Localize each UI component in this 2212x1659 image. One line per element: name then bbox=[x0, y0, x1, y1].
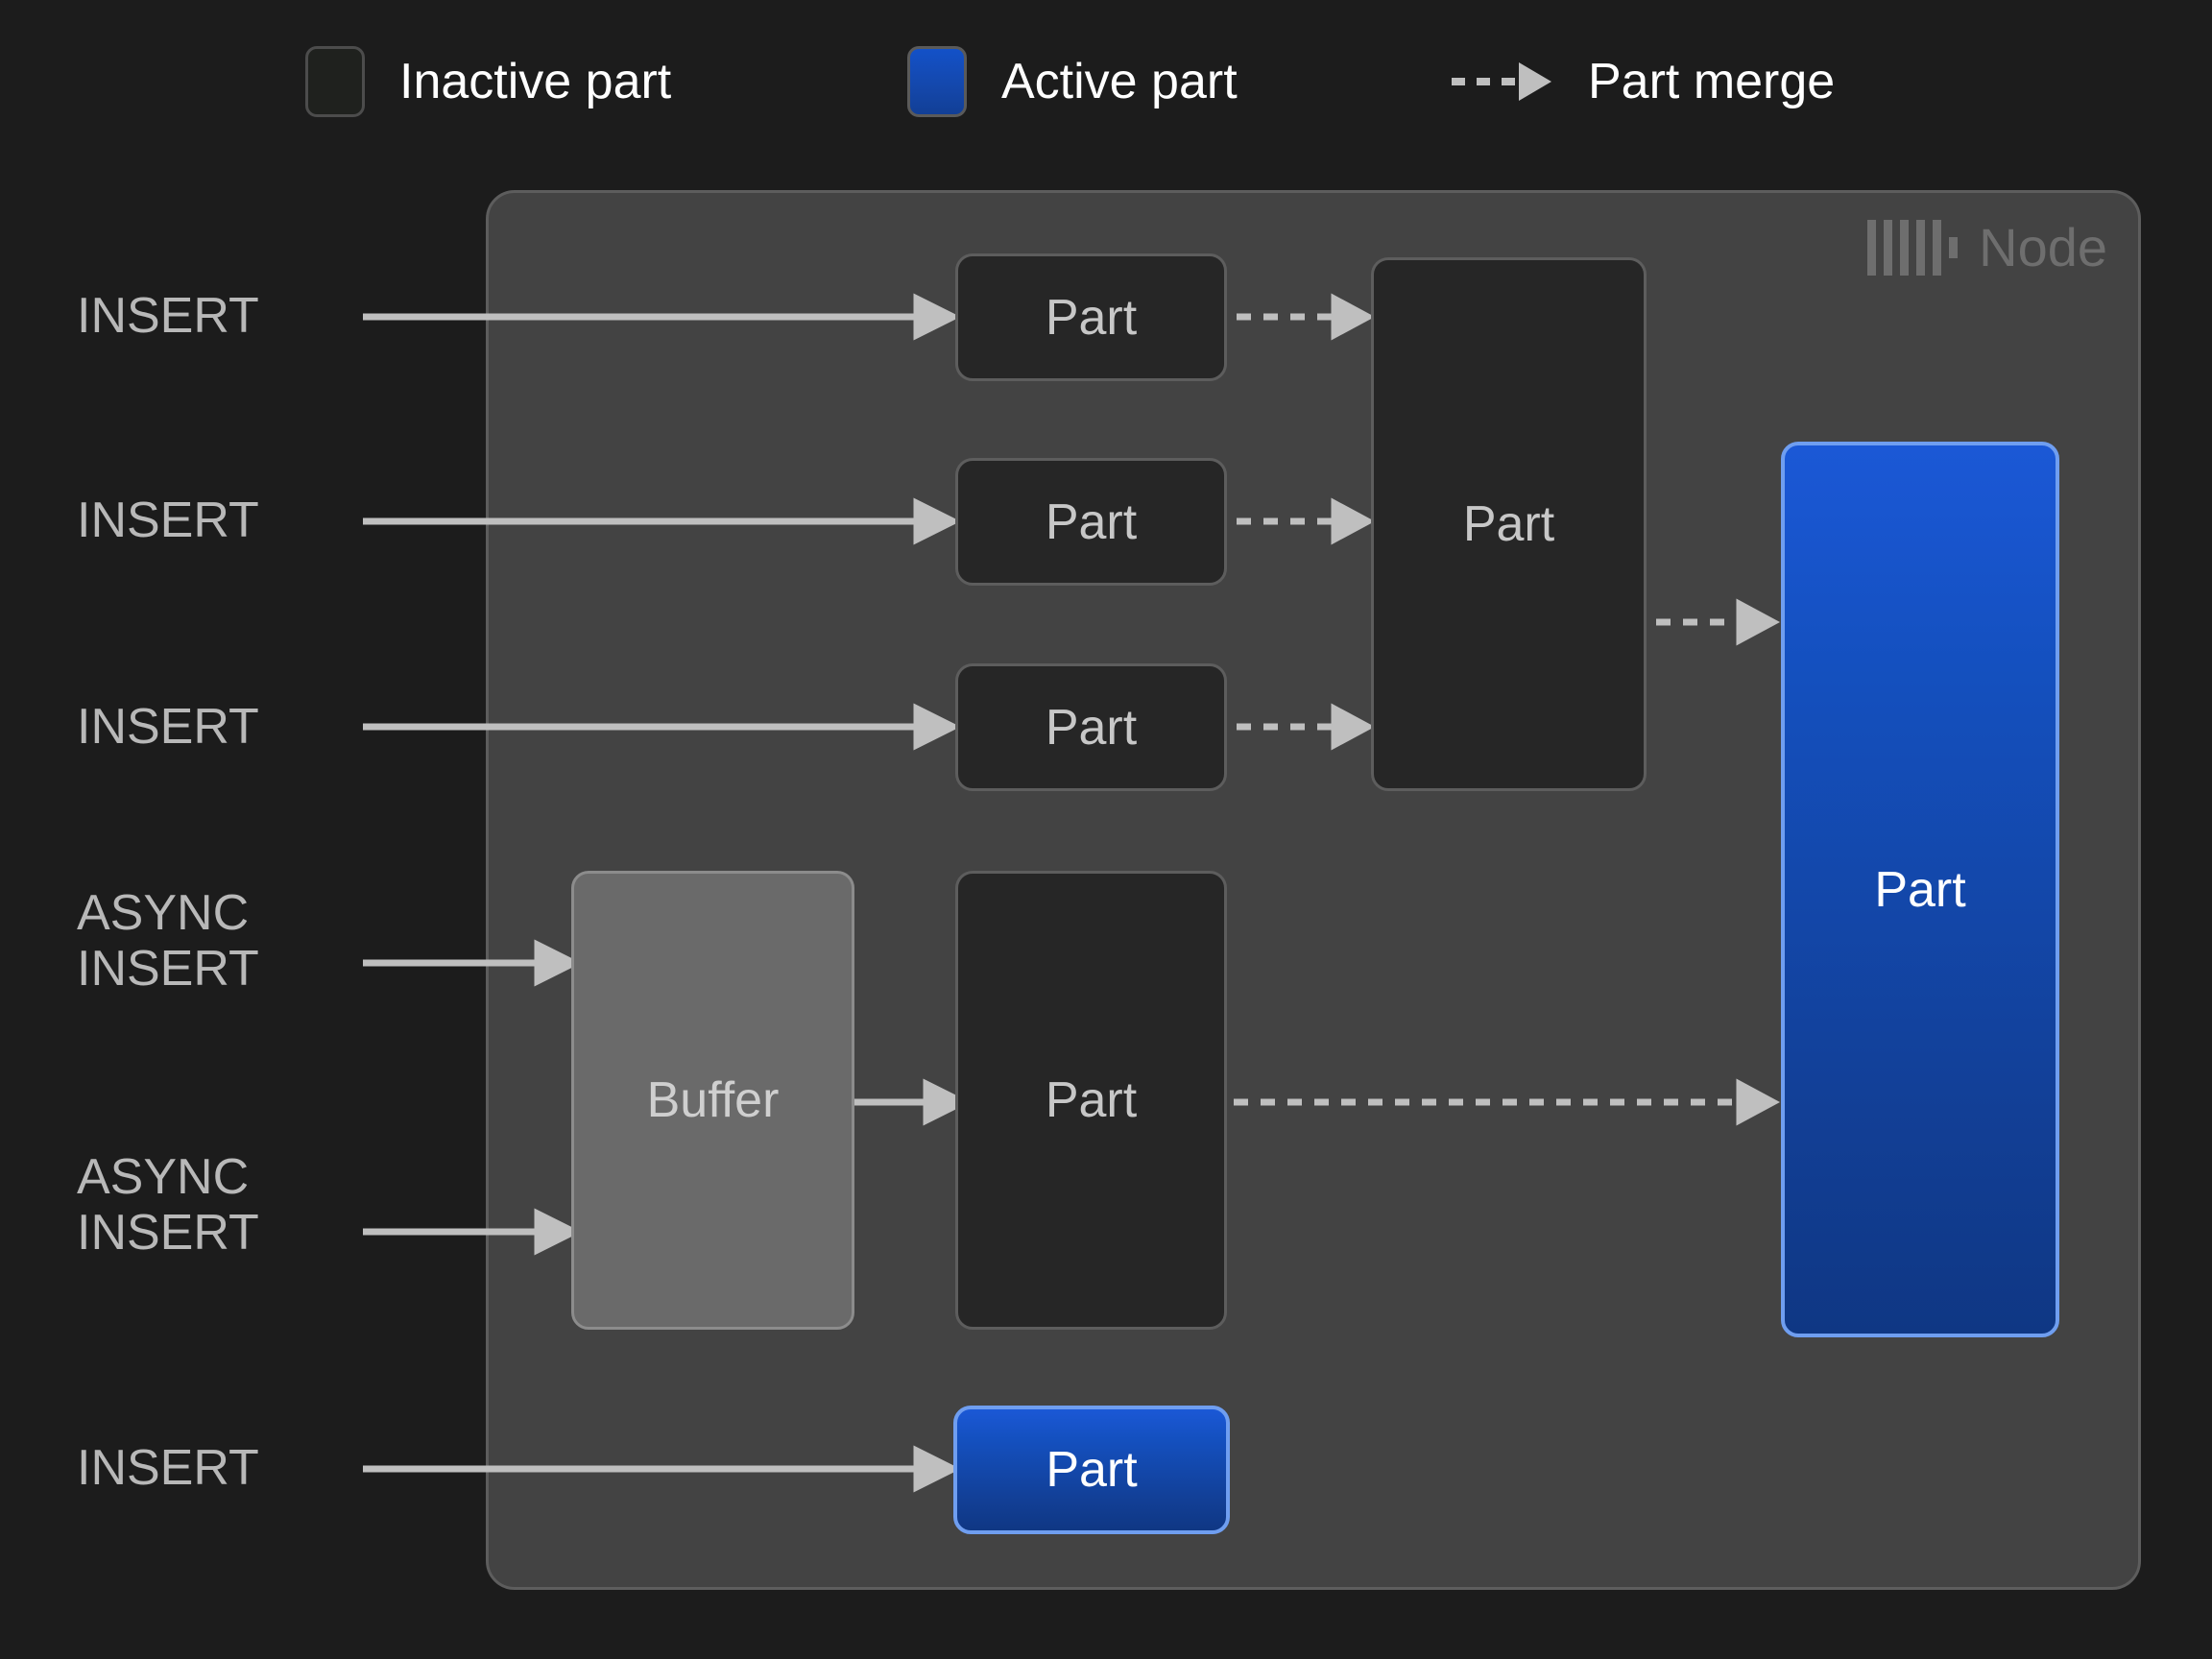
inactive-part-swatch-icon bbox=[305, 46, 365, 117]
source-label-insert-3: INSERT bbox=[77, 699, 259, 755]
active-part-box-small[interactable]: Part bbox=[953, 1406, 1230, 1534]
legend-label-active-part: Active part bbox=[1001, 54, 1238, 109]
legend-label-inactive-part: Inactive part bbox=[399, 54, 672, 109]
legend-item-part-merge: Part merge bbox=[1450, 43, 1835, 120]
source-label-insert-1: INSERT bbox=[77, 288, 259, 344]
part-box-merged[interactable]: Part bbox=[1371, 257, 1647, 791]
dashed-arrow-icon bbox=[1450, 46, 1553, 117]
active-part-swatch-icon bbox=[907, 46, 967, 117]
part-box-row-1[interactable]: Part bbox=[955, 253, 1227, 381]
part-box-row-2[interactable]: Part bbox=[955, 458, 1227, 586]
node-badge: Node bbox=[1867, 220, 2107, 276]
source-label-insert-4: INSERT bbox=[77, 1440, 259, 1496]
buffer-box[interactable]: Buffer bbox=[571, 871, 854, 1330]
legend: Inactive part Active part Part merge bbox=[0, 0, 2212, 163]
active-part-box-large[interactable]: Part bbox=[1781, 442, 2059, 1337]
legend-item-active-part: Active part bbox=[907, 43, 1238, 120]
source-label-insert-2: INSERT bbox=[77, 493, 259, 548]
clickhouse-logo-icon bbox=[1867, 220, 1959, 276]
legend-label-part-merge: Part merge bbox=[1588, 54, 1836, 109]
node-title: Node bbox=[1979, 217, 2107, 277]
source-label-async-insert-2: ASYNC INSERT bbox=[77, 1149, 259, 1261]
legend-item-inactive-part: Inactive part bbox=[305, 43, 671, 120]
source-label-async-insert-1: ASYNC INSERT bbox=[77, 885, 259, 997]
part-box-row-3[interactable]: Part bbox=[955, 663, 1227, 791]
part-box-from-buffer[interactable]: Part bbox=[955, 871, 1227, 1330]
